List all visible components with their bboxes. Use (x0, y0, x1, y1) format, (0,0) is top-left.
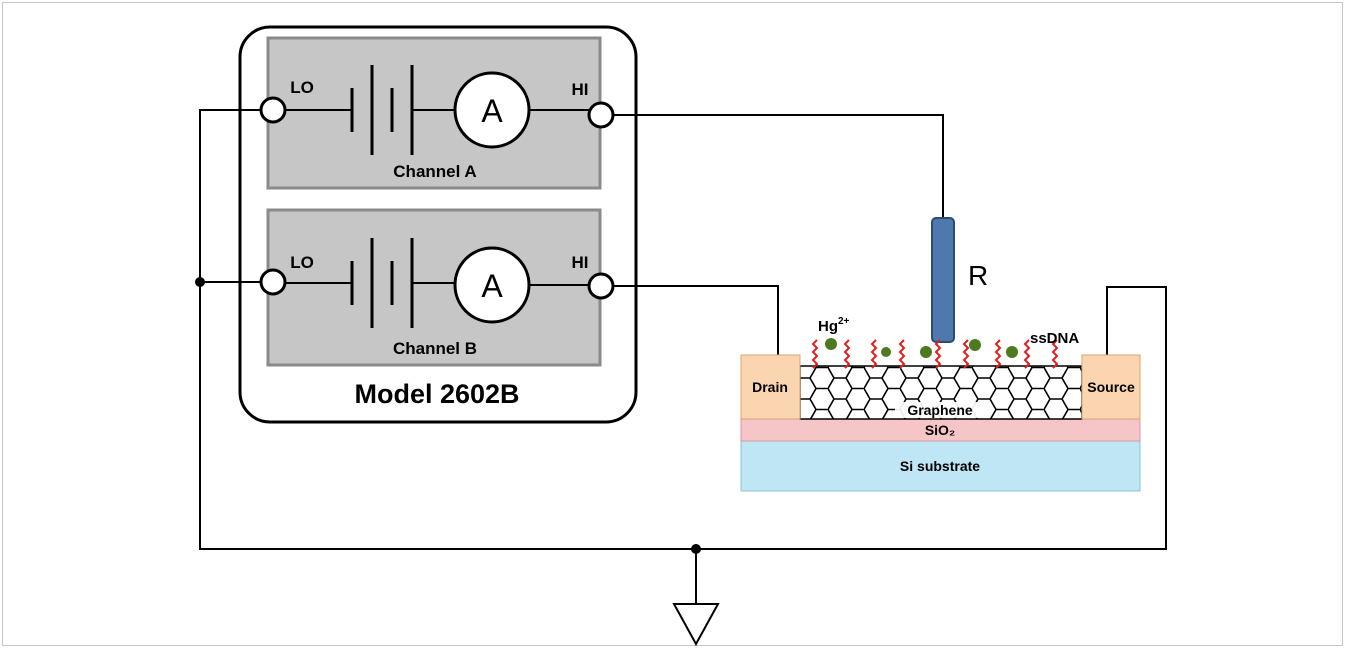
ssdna-strand (962, 339, 970, 369)
lo-label-a: LO (290, 78, 314, 97)
ssdna-label: ssDNA (1030, 330, 1079, 347)
junction-dot-ground (691, 544, 701, 554)
resistor-label: R (968, 260, 988, 291)
channel-b-label: Channel B (393, 339, 477, 358)
resistor (931, 217, 955, 343)
hg-ion (881, 347, 891, 357)
ssdna-strand (811, 339, 819, 369)
hg-ion (920, 346, 932, 358)
hg-ions (825, 338, 1018, 358)
ssdna-strand (994, 339, 1002, 369)
ammeter-a-label: A (481, 93, 503, 129)
lo-label-b: LO (290, 253, 314, 272)
source-contact (1081, 354, 1141, 420)
channel-b-panel (266, 208, 602, 367)
hg-ion (825, 338, 837, 350)
lo-terminal-b (259, 268, 287, 296)
ssdna-strand (898, 339, 906, 369)
channel-a-label: Channel A (393, 162, 476, 181)
ground-icon (672, 603, 720, 647)
lo-terminal-a (259, 96, 287, 124)
ssdna-strands (811, 339, 1059, 369)
hg-ion (1006, 346, 1018, 358)
source-label: Source (1087, 379, 1135, 395)
oxide-label: SiO₂ (925, 422, 955, 438)
channel-b-circuit (285, 238, 589, 328)
hi-terminal-a (587, 101, 615, 129)
substrate-layer (740, 440, 1141, 492)
hi-label-b: HI (572, 253, 589, 272)
wiring (199, 109, 1167, 604)
channel-a-circuit (285, 65, 589, 155)
ssdna-strand (1051, 339, 1059, 369)
ammeter-b-label: A (481, 268, 503, 304)
hi-terminal-b (587, 272, 615, 300)
ssdna-strand (843, 339, 851, 369)
hi-label-a: HI (572, 80, 589, 99)
ssdna-strand (1023, 339, 1031, 369)
model-label: Model 2602B (354, 379, 519, 409)
junction-dot-left (195, 277, 205, 287)
graphene-label: Graphene (907, 402, 973, 418)
channel-a-panel (266, 36, 602, 190)
hg-ion (969, 339, 981, 351)
graphene-label-bg (895, 402, 987, 418)
hg-label-charge: 2+ (838, 316, 850, 327)
hg-label-main: Hg (818, 318, 838, 335)
hg-ion-label: Hg2+ (818, 316, 850, 335)
ssdna-strand (870, 339, 878, 369)
drain-contact (740, 354, 801, 420)
drain-label: Drain (752, 379, 788, 395)
ssdna-strand (934, 339, 942, 369)
substrate-label: Si substrate (900, 458, 980, 474)
